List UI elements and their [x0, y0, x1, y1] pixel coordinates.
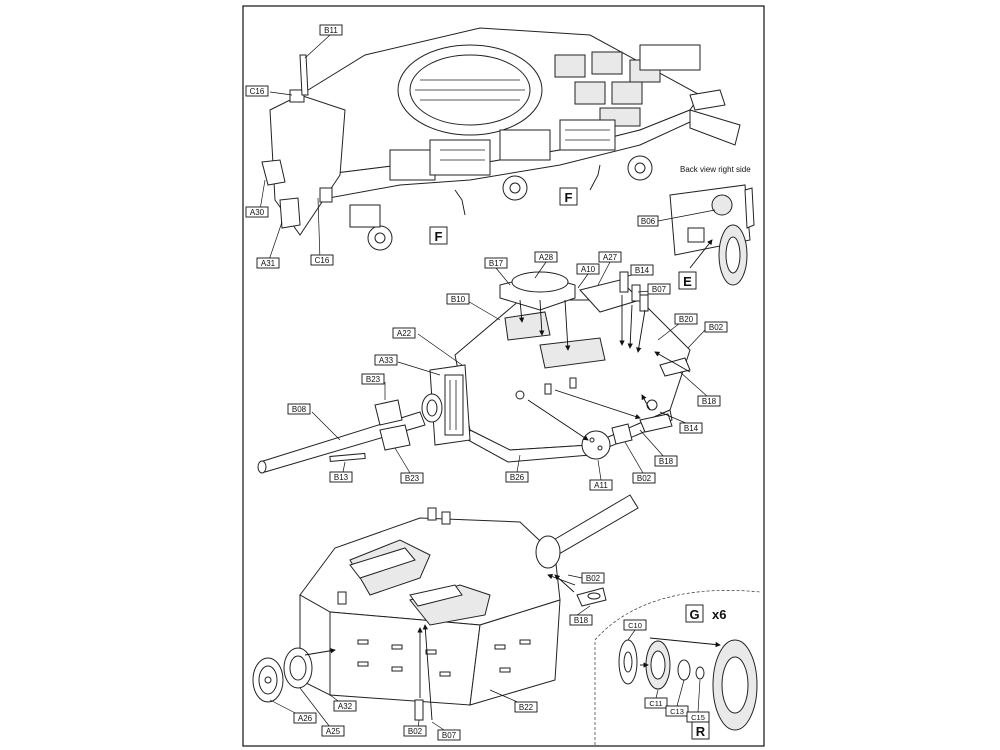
label-c10: C10 — [628, 621, 642, 630]
label-b13: B13 — [334, 473, 349, 482]
svg-text:F: F — [565, 190, 573, 205]
top-leaders — [259, 34, 331, 264]
label-b20: B20 — [679, 315, 694, 324]
label-b23-top: B23 — [366, 375, 381, 384]
label-a33: A33 — [379, 356, 394, 365]
callout-b11: B11 — [319, 24, 343, 36]
turret-exploded-drawing — [257, 271, 691, 474]
back-view-inset: Back view right side B06 E — [637, 165, 755, 290]
label-b02-right: B02 — [709, 323, 724, 332]
label-b22: B22 — [519, 703, 534, 712]
turret-bottom-drawing — [252, 494, 639, 721]
stage-mark-f-right: F — [559, 187, 578, 206]
label-b14-top: B14 — [635, 266, 650, 275]
back-view-caption: Back view right side — [680, 165, 751, 174]
label-b18-right: B18 — [702, 397, 717, 406]
label-a26: A26 — [298, 714, 313, 723]
label-b07-bottom: B07 — [442, 731, 457, 740]
label-b02-turret: B02 — [586, 574, 601, 583]
label-c15: C15 — [691, 713, 705, 722]
side-mark-r: R — [696, 724, 706, 739]
label-b06: B06 — [641, 217, 656, 226]
label-c16-bottom: C16 — [315, 256, 330, 265]
label-b17: B17 — [489, 259, 504, 268]
label-b23-bottom: B23 — [405, 474, 420, 483]
callout-c16-bottom: C16 — [310, 254, 334, 266]
callout-a30: A30 — [245, 206, 269, 218]
label-a30: A30 — [250, 208, 265, 217]
label-b18-bottom: B18 — [659, 457, 674, 466]
label-a31: A31 — [261, 259, 276, 268]
wheel-quantity: x6 — [712, 607, 726, 622]
label-b14-bottom: B14 — [684, 424, 699, 433]
label-b18-turret: B18 — [574, 616, 589, 625]
hull-assembly-drawing — [261, 27, 741, 251]
callout-c16-top: C16 — [245, 85, 269, 97]
label-c11: C11 — [649, 699, 662, 708]
label-b02-antenna: B02 — [408, 727, 423, 736]
label-a22: A22 — [397, 329, 412, 338]
turret-callouts: B17 A28 A10 A27 B14 B07 B10 B20 B02 A22 … — [287, 251, 728, 491]
label-c13: C13 — [670, 707, 684, 716]
svg-text:F: F — [435, 229, 443, 244]
label-c16-top: C16 — [250, 87, 265, 96]
stage-mark-f-left: F — [429, 226, 448, 245]
page-frame — [242, 5, 765, 747]
wheel-inset: G x6 C10 C11 C13 C15 R — [594, 590, 761, 745]
label-a32: A32 — [338, 702, 353, 711]
label-a27: A27 — [603, 253, 618, 262]
label-b02-bottom: B02 — [637, 474, 652, 483]
label-a11: A11 — [594, 481, 608, 490]
bottom-callouts: B02 B18 A26 A32 A25 B02 B07 B22 — [293, 572, 605, 741]
label-b11: B11 — [324, 26, 338, 35]
label-a10: A10 — [581, 265, 596, 274]
label-b07-top: B07 — [652, 285, 667, 294]
label-a25: A25 — [326, 727, 341, 736]
stage-mark-e: E — [683, 274, 692, 289]
middle-leaders — [311, 261, 709, 481]
label-a28: A28 — [539, 253, 554, 262]
label-b10: B10 — [451, 295, 466, 304]
label-b08: B08 — [292, 405, 307, 414]
stage-mark-g: G — [689, 607, 699, 622]
label-b26: B26 — [510, 473, 525, 482]
callout-a31: A31 — [256, 257, 280, 269]
